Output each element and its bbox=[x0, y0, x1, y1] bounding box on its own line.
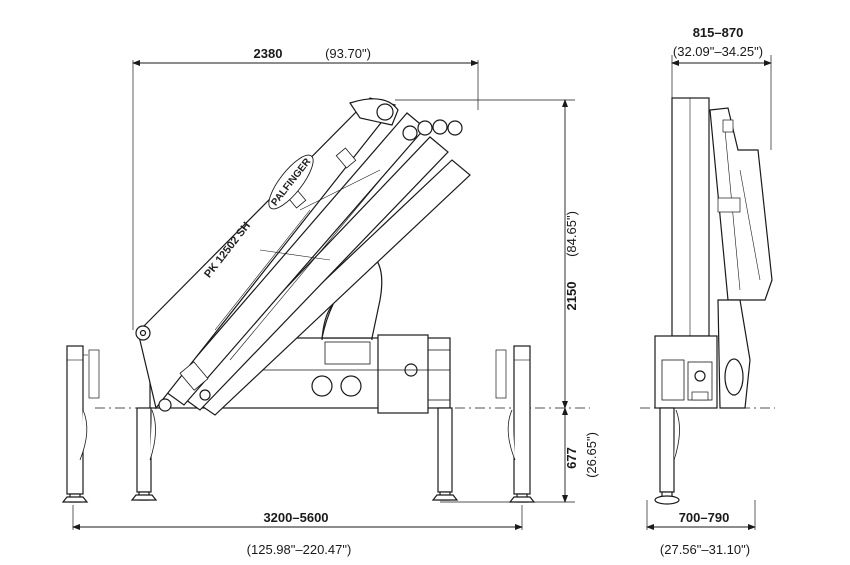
side-base-width-inch: (27.56"–31.10") bbox=[660, 542, 750, 557]
depth-inch: (26.65") bbox=[584, 432, 599, 478]
span-inch: (125.98"–220.47") bbox=[247, 542, 352, 557]
stabilizer-leg-inner-left bbox=[130, 407, 158, 501]
stabilizer-leg-outer-left bbox=[61, 345, 100, 503]
side-base bbox=[654, 335, 718, 409]
side-boom-column bbox=[671, 97, 773, 409]
side-top-width-inch: (32.09"–34.25") bbox=[673, 44, 763, 59]
side-top-width-mm: 815–870 bbox=[693, 25, 744, 40]
depth-mm: 677 bbox=[564, 447, 579, 469]
boom-width-inch: (93.70") bbox=[325, 46, 371, 61]
side-base-width-mm: 700–790 bbox=[679, 510, 730, 525]
boom-width-mm: 2380 bbox=[254, 46, 283, 61]
span-mm: 3200–5600 bbox=[263, 510, 328, 525]
side-stabilizer bbox=[654, 407, 680, 505]
front-view: PALFINGER PK 12502 SH bbox=[61, 60, 590, 530]
height-mm: 2150 bbox=[564, 282, 579, 311]
height-inch: (84.65") bbox=[564, 211, 579, 257]
boom-assembly bbox=[135, 97, 471, 416]
stabilizer-leg-outer-right bbox=[495, 345, 536, 503]
side-view bbox=[640, 55, 775, 530]
front-dimension-labels: 2380 (93.70") 2150 (84.65") 677 (26.65")… bbox=[247, 46, 599, 557]
side-dimension-labels: 815–870 (32.09"–34.25") 700–790 (27.56"–… bbox=[660, 25, 763, 557]
stabilizer-leg-inner-right bbox=[431, 407, 459, 501]
